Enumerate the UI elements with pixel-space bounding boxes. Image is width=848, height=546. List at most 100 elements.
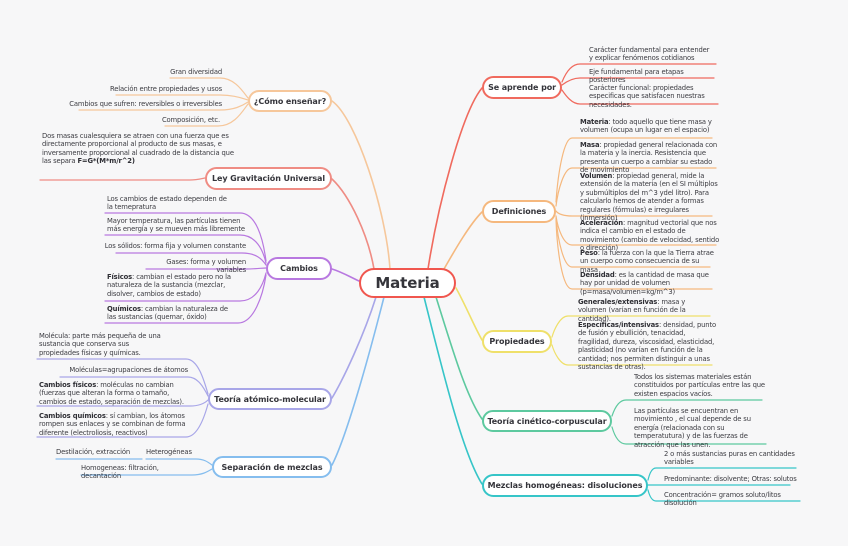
child-line — [551, 315, 711, 338]
texto-quimicos: : cambian la naturaleza de las sustancia… — [107, 305, 228, 322]
bold-cambios-fisicos: Cambios físicos — [39, 381, 97, 389]
topic-caracter-funcional[interactable]: Carácter funcional: propiedades especifi… — [589, 84, 705, 109]
texto-materia: : todo aquello que tiene masa y volumen … — [580, 118, 712, 135]
topic-mayor-temperatura[interactable]: Mayor temperatura, las partículas tienen… — [107, 217, 245, 234]
topic-sistemas-materiales[interactable]: Todos los sistemas materiales están cons… — [634, 373, 765, 398]
child-line — [561, 77, 715, 86]
topic-def-aceleracion[interactable]: Aceleración: magnitud vectorial que nos … — [580, 219, 722, 253]
topic-gran-diversidad[interactable]: Gran diversidad — [170, 68, 222, 76]
topic-gases[interactable]: Gases: forma y volumen variables — [166, 258, 246, 275]
child-line — [36, 399, 209, 407]
node-ley-gravitacion[interactable]: Ley Gravitación Universal — [205, 167, 332, 190]
topic-cambios-fisicos[interactable]: Físicos: cambian el estado pero no la na… — [107, 273, 247, 298]
topic-homogeneas-filtracion[interactable]: Homogeneas: filtración, decantación — [81, 464, 159, 481]
child-line — [104, 212, 267, 262]
texto-especificas: : densidad, punto de fusión y ebullición… — [578, 321, 716, 372]
texto-densidad: : es la cantidad de masa que hay por uni… — [580, 271, 709, 296]
texto-cambios-quimicos: : sí cambian, los átomos rompen sus enla… — [39, 412, 186, 437]
bold-cambios-quimicos: Cambios químicos — [39, 412, 106, 420]
bold-materia: Materia — [580, 118, 609, 126]
topic-eje-fundamental[interactable]: Eje fundamental para etapas posteriores — [589, 68, 684, 85]
topic-caracter-fundamental[interactable]: Carácter fundamental para entender y exp… — [589, 46, 710, 63]
texto-fisicos: : cambian el estado pero no la naturalez… — [107, 273, 231, 298]
node-definiciones[interactable]: Definiciones — [482, 200, 556, 223]
child-line — [104, 234, 267, 264]
topic-cambios-estado-temperatura[interactable]: Los cambios de estado dependen de la tem… — [107, 195, 227, 212]
child-line — [561, 89, 719, 105]
child-line — [104, 274, 267, 324]
child-line — [555, 167, 717, 207]
texto-generales: : masa y volumen (varían en función de l… — [578, 298, 686, 323]
topic-sustancias-puras[interactable]: 2 o más sustancias puras en cantidades v… — [664, 450, 795, 467]
branch-curve-propiedades — [455, 287, 483, 341]
topic-def-materia[interactable]: Materia: todo aquello que tiene masa y v… — [580, 118, 714, 135]
topic-ley-gravitacion-texto[interactable]: Dos masas cualesquiera se atraen con una… — [42, 132, 242, 166]
child-line — [169, 77, 249, 99]
texto-peso: : la fuerza con la que la Tierra atrae u… — [580, 249, 714, 274]
child-line — [115, 252, 267, 266]
child-line — [555, 137, 713, 203]
child-line — [115, 94, 249, 101]
topic-concentracion[interactable]: Concentración= gramos soluto/litos disol… — [664, 491, 781, 508]
topic-def-volumen[interactable]: Volumen: propiedad general, mide la exte… — [580, 172, 720, 222]
branch-curve-cambios — [331, 268, 360, 282]
bold-densidad: Densidad — [580, 271, 615, 279]
ley-formula: F=G*(M*m/r^2) — [77, 157, 135, 166]
texto-aceleracion: : magnitud vectorial que nos indica el c… — [580, 219, 720, 253]
topic-cambios-quimicos-atomos[interactable]: Cambios químicos: sí cambian, los átomos… — [39, 412, 187, 437]
topic-heterogeneas[interactable]: Heterogéneas — [146, 448, 192, 456]
node-teoria-atomico-molecular[interactable]: Teoría atómico-molecular — [208, 388, 332, 410]
node-propiedades[interactable]: Propiedades — [482, 330, 552, 353]
topic-relacion-propiedades[interactable]: Relación entre propiedades y usos — [109, 85, 222, 93]
branch-curve-ley — [331, 178, 375, 270]
child-line — [145, 267, 267, 270]
topic-particulas-movimiento[interactable]: Las partículas se encuentran en movimien… — [634, 407, 751, 449]
branch-curve-teoria-atomico — [331, 296, 377, 399]
topic-destilacion-extraccion[interactable]: Destilación, extracción — [56, 448, 131, 456]
branch-curve-como — [331, 100, 391, 270]
child-line — [561, 63, 717, 83]
topic-especificas-intensivas[interactable]: Específicas/intensivas: densidad, punto … — [578, 321, 718, 371]
node-separacion-mezclas[interactable]: Separación de mezclas — [212, 456, 332, 478]
topic-def-masa[interactable]: Masa: propiedad general relacionada con … — [580, 141, 722, 175]
child-line — [59, 376, 209, 397]
child-line — [551, 344, 713, 366]
branch-curve-aprende — [427, 87, 483, 270]
bold-quimicos: Químicos — [107, 305, 141, 313]
topic-moleculas-agrupaciones[interactable]: Moléculas=agrupaciones de átomos — [69, 366, 188, 374]
node-teoria-cinetico-corpuscular[interactable]: Teoría cinético-corpuscular — [482, 410, 612, 432]
topic-molecula[interactable]: Molécula: parte más pequeña de una susta… — [39, 332, 161, 357]
topic-predominante-disolvente[interactable]: Predominante: disolvente; Otras: solutos — [664, 475, 797, 483]
bold-fisicos: Físicos — [107, 273, 133, 281]
topic-cambios-sufren[interactable]: Cambios que sufren: reversibles o irreve… — [69, 100, 222, 108]
topic-composicion[interactable]: Composición, etc. — [161, 116, 220, 124]
node-cambios[interactable]: Cambios — [266, 257, 332, 280]
bold-masa: Masa — [580, 141, 600, 149]
texto-cambios-fisicos: : moléculas no cambian (fuerzas que alte… — [39, 381, 184, 406]
bold-generales: Generales/extensivas — [578, 298, 658, 306]
branch-curve-separacion — [331, 296, 385, 466]
topic-def-densidad[interactable]: Densidad: es la cantidad de masa que hay… — [580, 271, 716, 296]
child-line — [555, 210, 713, 217]
central-node-materia[interactable]: Materia — [359, 268, 456, 298]
topic-generales-extensivas[interactable]: Generales/extensivas: masa y volumen (va… — [578, 298, 714, 323]
topic-cambios-quimicos[interactable]: Químicos: cambian la naturaleza de las s… — [107, 305, 239, 322]
child-line — [611, 399, 763, 417]
topic-def-peso[interactable]: Peso: la fuerza con la que la Tierra atr… — [580, 249, 714, 274]
topic-cambios-fisicos-moleculas[interactable]: Cambios físicos: moléculas no cambian (f… — [39, 381, 191, 406]
texto-volumen: : propiedad general, mide la extensión d… — [580, 172, 718, 223]
ley-texto: Dos masas cualesquiera se atraen con una… — [42, 132, 234, 166]
bold-especificas: Específicas/intensivas — [578, 321, 659, 329]
node-mezclas-homogeneas[interactable]: Mezclas homogéneas: disoluciones — [482, 474, 648, 497]
child-line — [611, 426, 767, 445]
node-como-ensenar[interactable]: ¿Cómo enseñar? — [248, 90, 332, 112]
node-se-aprende-por[interactable]: Se aprende por — [482, 76, 562, 99]
child-line — [555, 219, 713, 290]
child-line — [78, 101, 249, 111]
bold-volumen: Volumen — [580, 172, 613, 180]
texto-masa: : propiedad general relacionada con la m… — [580, 141, 718, 175]
topic-solidos[interactable]: Los sólidos: forma fija y volumen consta… — [104, 242, 246, 250]
child-line — [647, 467, 797, 481]
branch-curve-teoria-cinetico — [435, 296, 483, 420]
